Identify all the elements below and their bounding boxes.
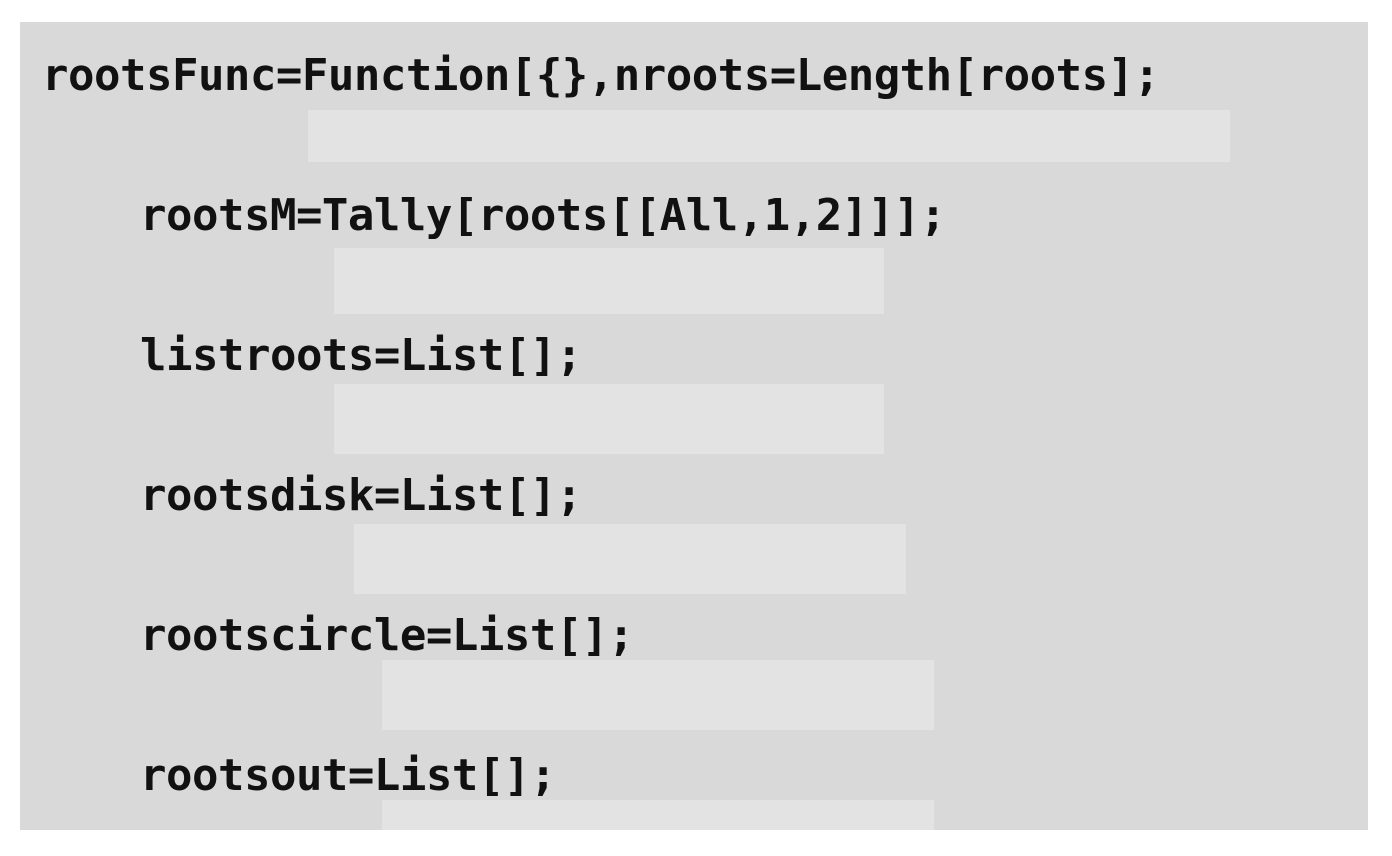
code-panel: rootsFunc=Function[{},nroots=Length[root…	[20, 22, 1368, 830]
ghost-band	[382, 660, 934, 730]
code-line-3: listroots=List[];	[140, 330, 582, 381]
ghost-band	[308, 110, 1230, 162]
ghost-band	[334, 248, 884, 314]
code-line-2: rootsM=Tally[roots[[All,1,2]]];	[140, 190, 946, 241]
ghost-band	[334, 384, 884, 454]
code-line-4: rootsdisk=List[];	[140, 470, 582, 521]
ghost-band	[382, 800, 934, 830]
code-line-5: rootscircle=List[];	[140, 610, 634, 661]
code-line-6: rootsout=List[];	[140, 750, 556, 801]
code-line-1: rootsFunc=Function[{},nroots=Length[root…	[42, 50, 1160, 101]
ghost-band	[354, 524, 906, 594]
